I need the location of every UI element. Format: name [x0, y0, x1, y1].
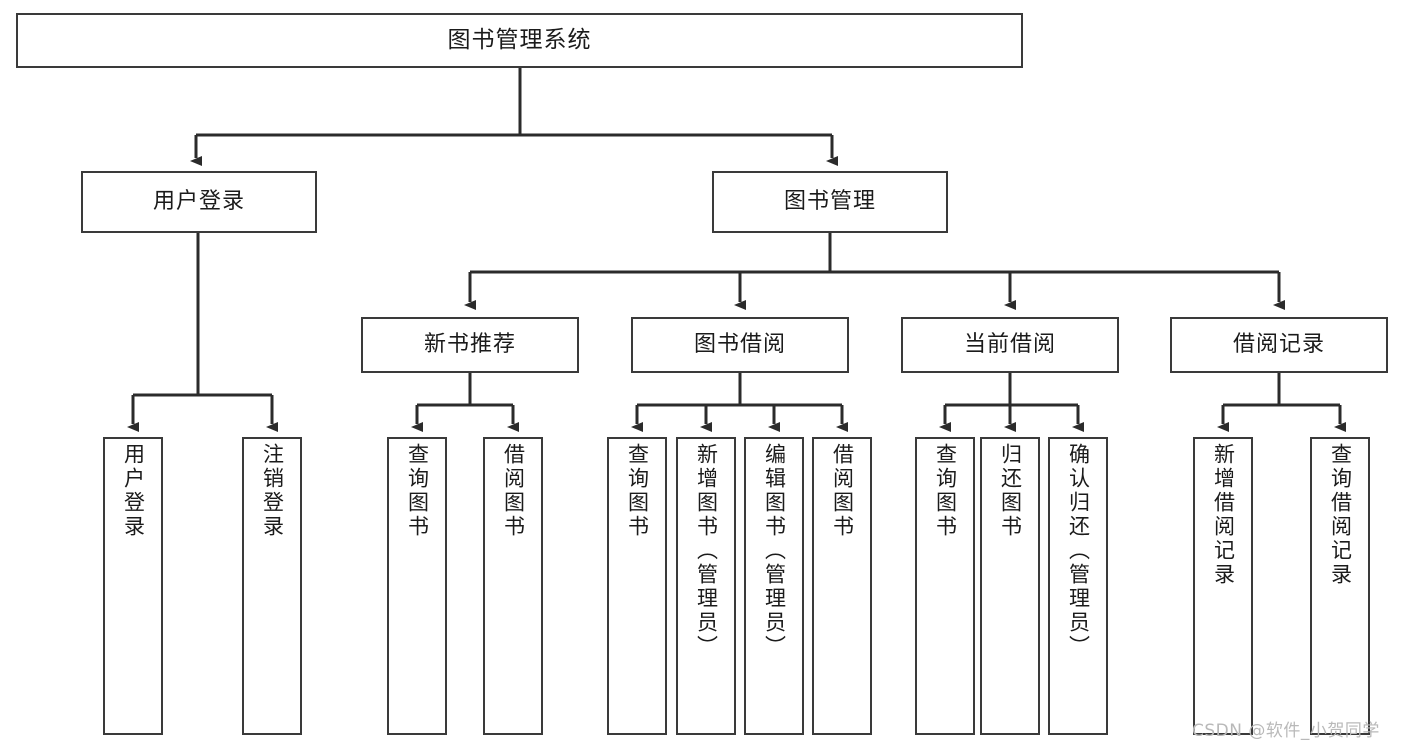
- node-label: 归还图书: [998, 443, 1023, 539]
- leaf-borrow-record-add[interactable]: 新增借阅记录: [1193, 437, 1253, 735]
- leaf-new-book-borrow[interactable]: 借阅图书: [483, 437, 543, 735]
- node-label: 新增借阅记录: [1211, 443, 1236, 587]
- node-root-book-management-system[interactable]: 图书管理系统: [16, 13, 1023, 68]
- node-label: 新书推荐: [423, 331, 516, 357]
- node-book-borrow[interactable]: 图书借阅: [631, 317, 849, 373]
- leaf-user-login-logout[interactable]: 注销登录: [242, 437, 302, 735]
- node-label: 借阅记录: [1232, 331, 1325, 357]
- node-label: 编辑图书（管理员）: [762, 443, 787, 659]
- node-label: 借阅图书: [830, 443, 855, 539]
- leaf-current-borrow-confirm-return-admin[interactable]: 确认归还（管理员）: [1048, 437, 1108, 735]
- leaf-book-borrow-borrow[interactable]: 借阅图书: [812, 437, 872, 735]
- node-label: 图书借阅: [693, 331, 786, 357]
- node-new-book-recommend[interactable]: 新书推荐: [361, 317, 579, 373]
- node-label: 用户登录: [152, 188, 245, 214]
- node-label: 查询借阅记录: [1328, 443, 1353, 587]
- node-label: 用户登录: [121, 443, 146, 539]
- node-label: 确认归还（管理员）: [1066, 443, 1091, 659]
- leaf-borrow-record-query[interactable]: 查询借阅记录: [1310, 437, 1370, 735]
- leaf-book-borrow-query[interactable]: 查询图书: [607, 437, 667, 735]
- node-user-login[interactable]: 用户登录: [81, 171, 317, 233]
- leaf-current-borrow-query[interactable]: 查询图书: [915, 437, 975, 735]
- leaf-book-borrow-edit-admin[interactable]: 编辑图书（管理员）: [744, 437, 804, 735]
- node-label: 图书管理系统: [447, 26, 592, 53]
- node-borrow-record[interactable]: 借阅记录: [1170, 317, 1388, 373]
- watermark: CSDN @软件_小贺同学: [1192, 721, 1380, 741]
- node-current-borrow[interactable]: 当前借阅: [901, 317, 1119, 373]
- node-label: 借阅图书: [501, 443, 526, 539]
- node-book-management[interactable]: 图书管理: [712, 171, 948, 233]
- node-label: 查询图书: [405, 443, 430, 539]
- leaf-book-borrow-add-admin[interactable]: 新增图书（管理员）: [676, 437, 736, 735]
- node-label: 图书管理: [783, 188, 876, 214]
- leaf-current-borrow-return[interactable]: 归还图书: [980, 437, 1040, 735]
- node-label: 注销登录: [260, 443, 285, 539]
- node-label: 新增图书（管理员）: [694, 443, 719, 659]
- node-label: 查询图书: [625, 443, 650, 539]
- node-label: 当前借阅: [963, 331, 1056, 357]
- node-label: 查询图书: [933, 443, 958, 539]
- leaf-new-book-query[interactable]: 查询图书: [387, 437, 447, 735]
- leaf-user-login-login[interactable]: 用户登录: [103, 437, 163, 735]
